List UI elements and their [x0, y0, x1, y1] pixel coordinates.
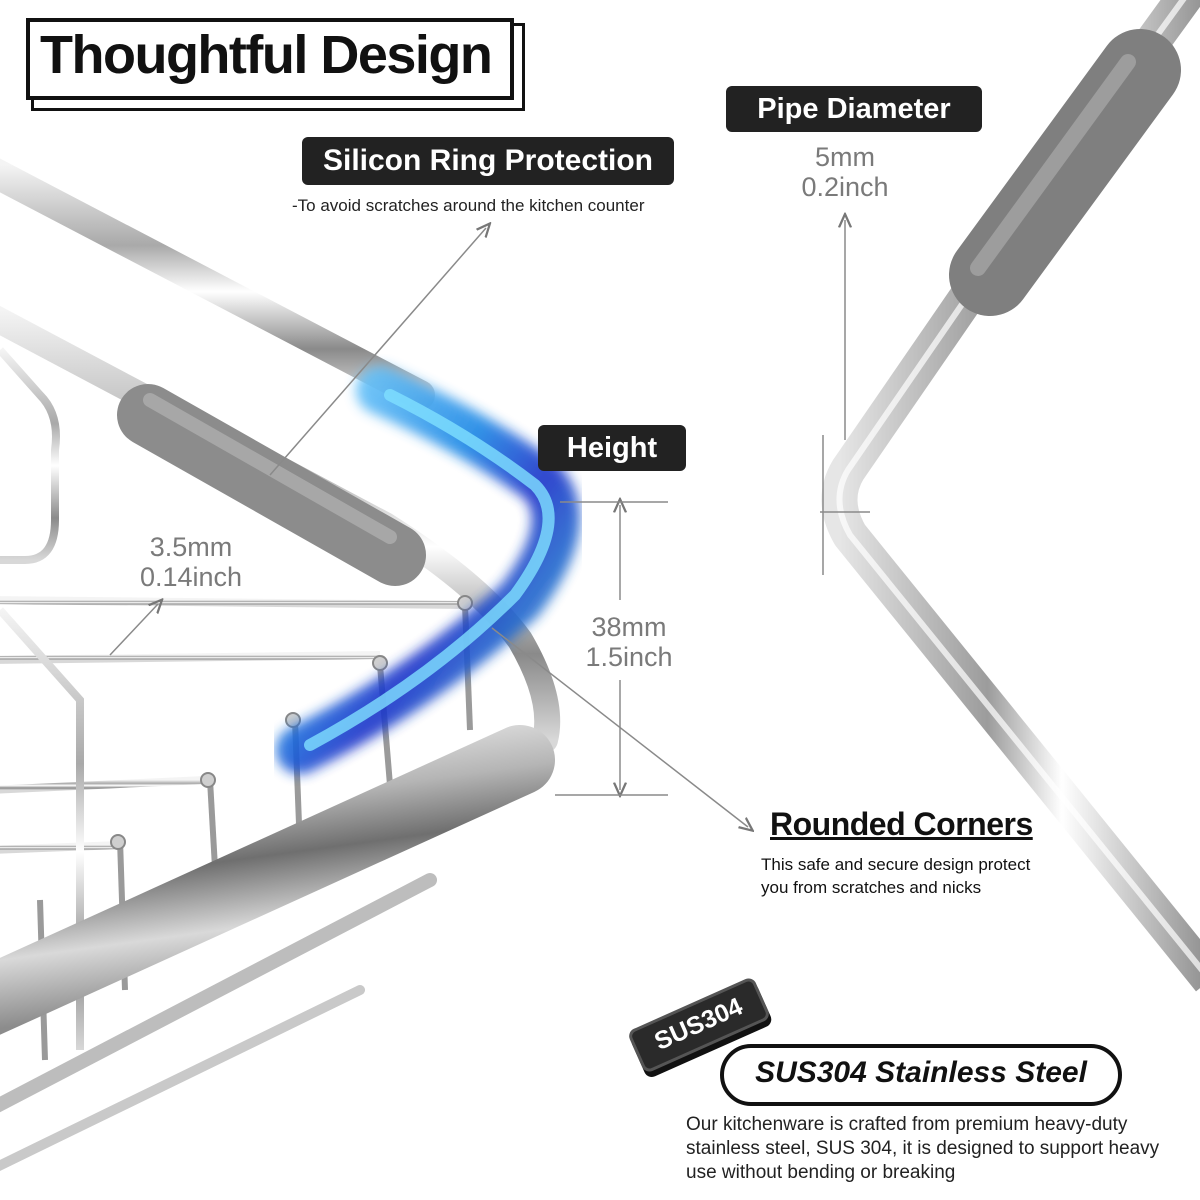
height-mm: 38mm [591, 612, 667, 642]
rounded-corners-line-2: you from scratches and nicks [761, 878, 982, 897]
wire-diameter-mm: 3.5mm [149, 532, 233, 562]
height-label: Height [538, 425, 686, 471]
stainless-steel-description: Our kitchenware is crafted from premium … [686, 1114, 1160, 1183]
pipe-diameter-mm: 5mm [815, 142, 875, 172]
top-rail [0, 158, 435, 410]
front-tube [0, 725, 555, 1035]
stainless-steel-title: SUS304 Stainless Steel [755, 1056, 1087, 1089]
pipe-diameter-value: 5mm 0.2inch [790, 142, 900, 202]
pipe-sleeve [949, 29, 1181, 316]
inner-loop [0, 347, 60, 564]
silicon-ring-note: -To avoid scratches around the kitchen c… [292, 196, 645, 215]
wire-diameter-value: 3.5mm 0.14inch [126, 532, 256, 592]
rounded-corners-title: Rounded Corners [770, 806, 1033, 842]
coil-caps [110, 595, 473, 850]
height-value: 38mm 1.5inch [574, 612, 684, 672]
silicon-ring-label: Silicon Ring Protection [302, 137, 674, 185]
page-title: Thoughtful Design [40, 25, 493, 85]
rounded-corners-description: This safe and secure design protect you … [761, 853, 1030, 899]
title-frame [26, 18, 514, 100]
wire-diameter-inch: 0.14inch [139, 562, 243, 592]
rounded-corners-line-1: This safe and secure design protect [761, 855, 1031, 874]
lower-rail [0, 873, 437, 1113]
height-inch: 1.5inch [585, 642, 673, 672]
dimension-lines [109, 220, 870, 827]
pipe-diameter-label: Pipe Diameter [726, 86, 982, 132]
bottom-rail [0, 985, 365, 1171]
stainless-steel-frame [720, 1044, 1122, 1106]
pipe-diameter-inch: 0.2inch [801, 172, 889, 202]
silicone-sleeve [117, 384, 426, 586]
